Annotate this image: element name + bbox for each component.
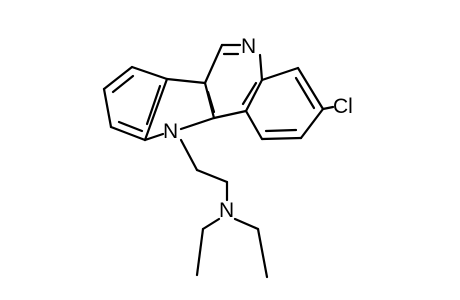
pyrrole-ring bbox=[143, 77, 216, 142]
bond bbox=[195, 227, 205, 277]
double-bond-inner bbox=[241, 81, 258, 106]
double-bond-inner bbox=[294, 76, 316, 110]
bond bbox=[212, 109, 248, 120]
bond bbox=[233, 217, 260, 231]
bond bbox=[195, 168, 229, 184]
atom-labels: N N N Cl bbox=[163, 35, 353, 222]
bond bbox=[260, 136, 303, 141]
bond bbox=[299, 107, 325, 140]
double-bond-inner bbox=[145, 84, 162, 126]
bond bbox=[143, 132, 165, 142]
bond bbox=[244, 109, 264, 141]
bond-c-cl bbox=[321, 105, 335, 111]
chlorine-label: Cl bbox=[333, 95, 353, 118]
bond bbox=[203, 43, 224, 85]
chlorobenzene-ring bbox=[244, 66, 335, 141]
bond bbox=[244, 78, 264, 113]
pyridine-ring bbox=[203, 43, 264, 120]
amine-nitrogen-label: N bbox=[219, 199, 234, 222]
indole-benzene-ring bbox=[102, 65, 169, 142]
side-chain bbox=[179, 138, 269, 279]
pyridine-nitrogen-label: N bbox=[241, 35, 256, 58]
bond bbox=[201, 217, 221, 231]
double-bond-inner bbox=[264, 128, 298, 133]
bond bbox=[102, 87, 113, 129]
bond bbox=[296, 66, 325, 111]
bond bbox=[256, 227, 269, 279]
bond bbox=[109, 125, 147, 142]
bond bbox=[143, 77, 169, 142]
bond bbox=[102, 65, 134, 91]
bond bbox=[179, 138, 199, 172]
bond bbox=[165, 77, 207, 85]
bond bbox=[258, 53, 264, 82]
double-bond-inner bbox=[206, 90, 216, 114]
double-bond-inner bbox=[111, 74, 135, 94]
bond bbox=[260, 66, 300, 82]
double-bond-inner bbox=[117, 120, 144, 133]
bond bbox=[179, 116, 216, 131]
bond bbox=[130, 65, 169, 81]
indole-nitrogen-label: N bbox=[163, 120, 178, 143]
